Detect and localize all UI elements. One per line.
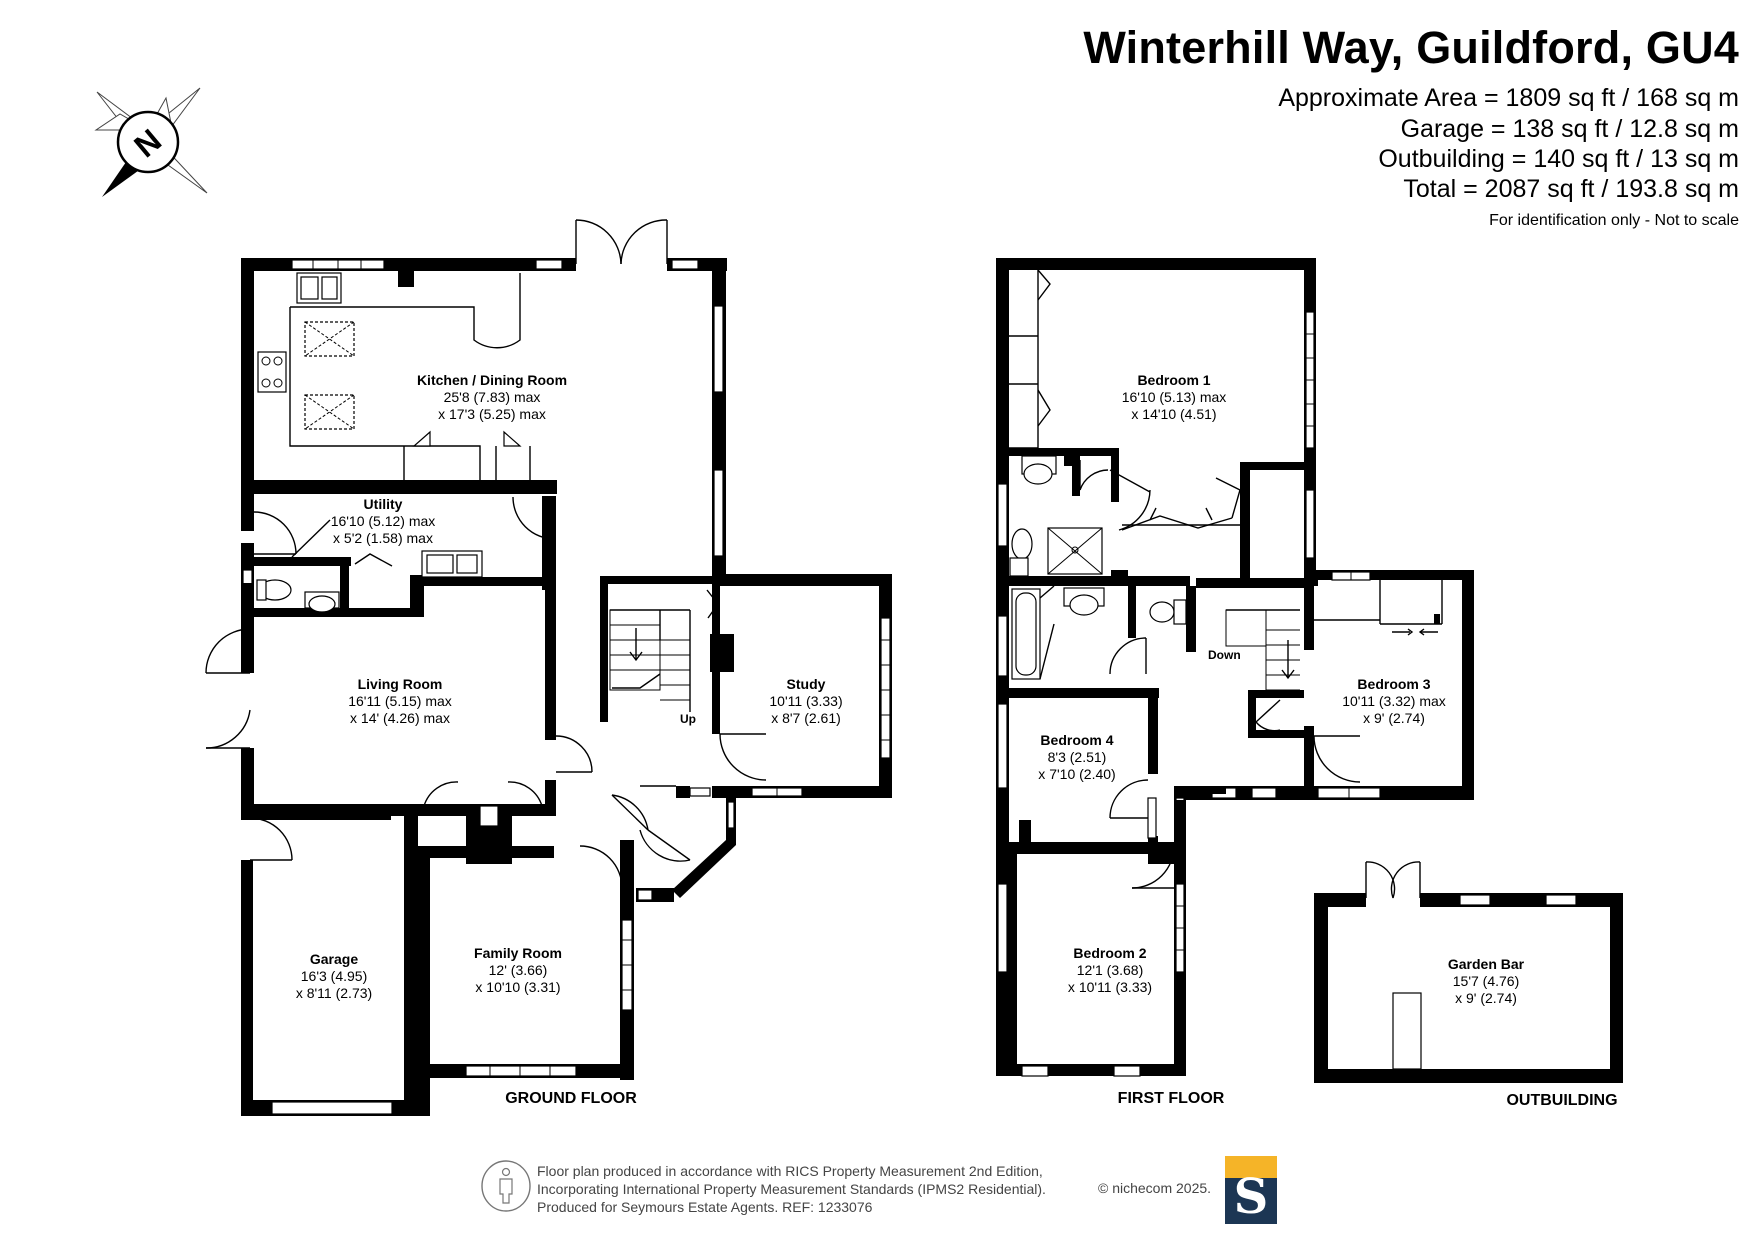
room-name: Utility <box>363 496 403 512</box>
room-dimension: 10'11 (3.32) max <box>1342 693 1446 709</box>
room-label-garage: Garage 16'3 (4.95) x 8'11 (2.73) <box>296 951 372 1002</box>
room-name: Bedroom 1 <box>1137 372 1211 388</box>
room-dimension: 16'10 (5.13) max <box>1121 389 1227 405</box>
room-name: Bedroom 2 <box>1073 945 1147 961</box>
room-name: Living Room <box>357 676 443 692</box>
outbuilding-plan <box>1314 861 1623 1083</box>
room-dimension: 10'11 (3.33) <box>769 693 843 709</box>
approximate-area-text: Approximate Area = 1809 sq ft / 168 sq m <box>1278 84 1739 112</box>
room-label-living-room: Living Room 16'11 (5.15) max x 14' (4.26… <box>348 676 452 727</box>
room-label-kitchen: Kitchen / Dining Room 25'8 (7.83) max x … <box>417 372 567 423</box>
footer-disclaimer: Floor plan produced in accordance with R… <box>537 1162 1046 1216</box>
room-dimension: x 17'3 (5.25) max <box>438 406 546 422</box>
room-label-utility: Utility 16'10 (5.12) max x 5'2 (1.58) ma… <box>331 496 436 547</box>
room-dimension: 16'11 (5.15) max <box>348 693 452 709</box>
logo-band <box>1225 1156 1277 1178</box>
room-name: Kitchen / Dining Room <box>416 372 568 388</box>
room-dimension: x 14'10 (4.51) <box>1131 406 1217 422</box>
room-name: Garage <box>309 951 359 967</box>
room-dimension: 25'8 (7.83) max <box>443 389 541 405</box>
footer-line: Incorporating International Property Mea… <box>537 1181 1046 1197</box>
room-name: Garden Bar <box>1447 956 1525 972</box>
room-dimension: x 8'7 (2.61) <box>771 710 841 726</box>
first-floor-plan <box>996 258 1474 1077</box>
room-name: Bedroom 3 <box>1357 676 1431 692</box>
room-label-bedroom-1: Bedroom 1 16'10 (5.13) max x 14'10 (4.51… <box>1122 372 1227 423</box>
ground-floor-label: GROUND FLOOR <box>505 1090 637 1107</box>
room-label-study: Study 10'11 (3.33) x 8'7 (2.61) <box>769 676 842 727</box>
room-dimension: x 9' (2.74) <box>1455 990 1517 1006</box>
stairs-up-label: Up <box>680 712 696 726</box>
stairs-down-label: Down <box>1208 648 1241 662</box>
room-dimension: x 10'10 (3.31) <box>475 979 561 995</box>
room-dimension: x 8'11 (2.73) <box>295 985 373 1001</box>
room-dimension: x 5'2 (1.58) max <box>333 530 433 546</box>
room-dimension: x 14' (4.26) max <box>350 710 450 726</box>
room-label-garden-bar: Garden Bar 15'7 (4.76) x 9' (2.74) <box>1448 956 1524 1007</box>
room-label-bedroom-3: Bedroom 3 10'11 (3.32) max x 9' (2.74) <box>1342 676 1446 727</box>
room-dimension: x 9' (2.74) <box>1363 710 1425 726</box>
room-name: Family Room <box>474 945 562 961</box>
room-dimension: 16'3 (4.95) <box>300 968 368 984</box>
room-dimension: 12'1 (3.68) <box>1076 962 1144 978</box>
outbuilding-area-text: Outbuilding = 140 sq ft / 13 sq m <box>1378 145 1739 173</box>
property-title: Winterhill Way, Guildford, GU4 <box>1083 22 1739 73</box>
room-dimension: 15'7 (4.76) <box>1452 973 1520 989</box>
room-dimension: x 7'10 (2.40) <box>1038 766 1116 782</box>
first-floor-label: FIRST FLOOR <box>1117 1090 1225 1107</box>
logo-letter: S <box>1233 1169 1269 1225</box>
total-area-text: Total = 2087 sq ft / 193.8 sq m <box>1403 175 1739 203</box>
outbuilding-label: OUTBUILDING <box>1506 1092 1618 1109</box>
room-dimension: x 10'11 (3.33) <box>1067 979 1153 995</box>
compass-north-icon <box>94 87 208 197</box>
room-dimension: 8'3 (2.51) <box>1047 749 1107 765</box>
accessibility-person-icon <box>481 1160 531 1212</box>
room-label-bedroom-2: Bedroom 2 12'1 (3.68) x 10'11 (3.33) <box>1068 945 1152 996</box>
seymours-logo: S <box>1225 1156 1277 1224</box>
footer-line: Produced for Seymours Estate Agents. REF… <box>537 1199 873 1215</box>
copyright-text: © nichecom 2025. <box>1098 1180 1212 1196</box>
room-name: Bedroom 4 <box>1040 732 1114 748</box>
room-name: Study <box>786 676 826 692</box>
room-label-family-room: Family Room 12' (3.66) x 10'10 (3.31) <box>474 945 562 996</box>
room-dimension: 16'10 (5.12) max <box>330 513 436 529</box>
ground-floor-plan <box>205 219 892 1116</box>
footer-line: Floor plan produced in accordance with R… <box>537 1163 1043 1179</box>
identification-note: For identification only - Not to scale <box>1489 212 1739 229</box>
room-label-bedroom-4: Bedroom 4 8'3 (2.51) x 7'10 (2.40) <box>1038 732 1115 783</box>
garage-area-text: Garage = 138 sq ft / 12.8 sq m <box>1400 115 1739 143</box>
room-dimension: 12' (3.66) <box>488 962 548 978</box>
